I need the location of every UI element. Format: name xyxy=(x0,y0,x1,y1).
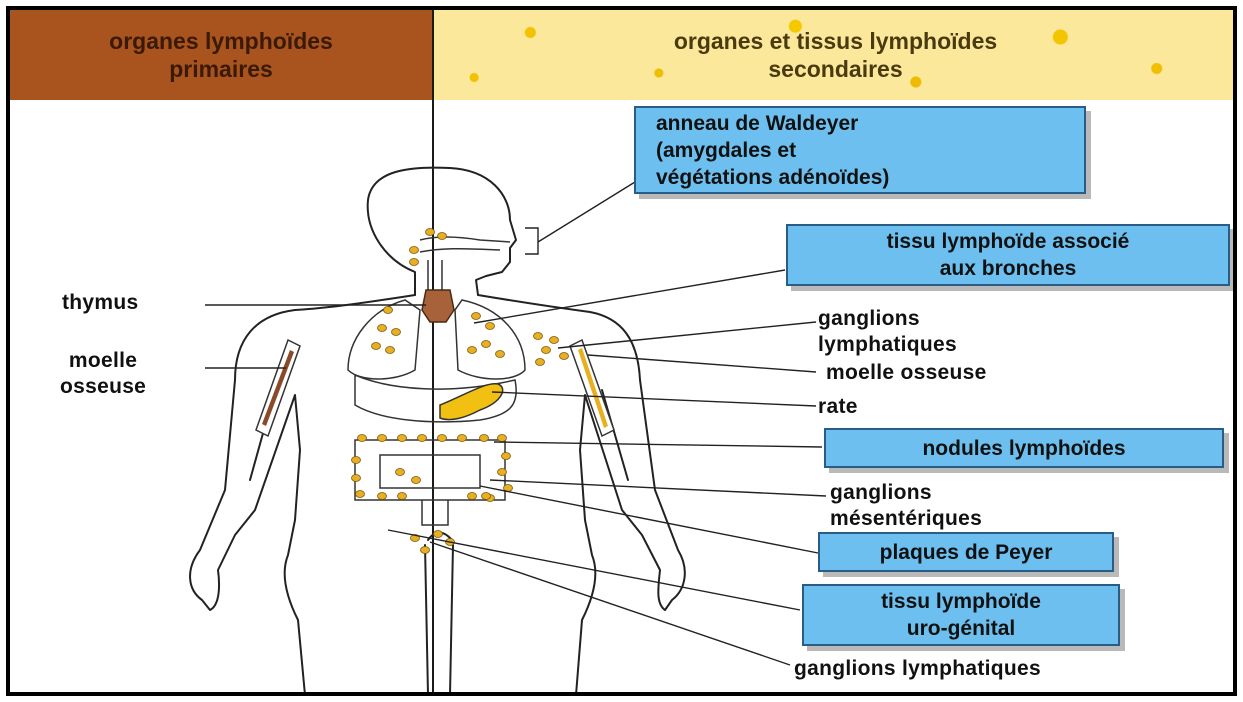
lymph-node-dot xyxy=(434,531,443,538)
lymph-node-dot xyxy=(468,493,477,500)
lymph-node-dot xyxy=(438,435,447,442)
lymph-node-dot xyxy=(352,457,361,464)
lymph-node-dot xyxy=(358,435,367,442)
label-lymph-nodes-upper-line1: ganglions xyxy=(818,306,957,332)
lymph-node-dot xyxy=(398,493,407,500)
lymph-node-dot xyxy=(378,325,387,332)
box-peyer-text: plaques de Peyer xyxy=(820,539,1112,566)
lymph-node-dot xyxy=(426,229,435,236)
lymph-node-dot xyxy=(410,247,419,254)
lymph-node-dot xyxy=(550,337,559,344)
lymph-node-dot xyxy=(498,435,507,442)
lymph-node-dot xyxy=(386,347,395,354)
lymph-node-dot xyxy=(412,477,421,484)
label-spleen: rate xyxy=(818,394,858,420)
lymph-node-dot xyxy=(396,469,405,476)
box-urogenital-line2: uro-génital xyxy=(804,615,1118,642)
box-urogenital-tissue: tissu lymphoïde uro-génital xyxy=(802,584,1120,646)
lymph-node-dot xyxy=(480,435,489,442)
bone-marrow-right xyxy=(570,340,614,436)
lymph-node-dot xyxy=(482,341,491,348)
lymph-node-dot xyxy=(392,329,401,336)
lymph-node-dot xyxy=(410,259,419,266)
lymph-node-dot xyxy=(372,343,381,350)
box-waldeyer-ring: anneau de Waldeyer (amygdales et végétat… xyxy=(634,106,1086,194)
label-mesenteric-nodes: ganglions mésentériques xyxy=(830,480,982,532)
lymph-nodes xyxy=(352,229,569,554)
label-mesenteric-line1: ganglions xyxy=(830,480,982,506)
box-waldeyer-line3: végétations adénoïdes) xyxy=(656,164,1084,191)
lymph-node-dot xyxy=(534,333,543,340)
lymph-node-dot xyxy=(398,435,407,442)
lymph-node-dot xyxy=(458,435,467,442)
label-bone-marrow-right: moelle osseuse xyxy=(826,360,987,386)
label-bone-marrow-left: moelle osseuse xyxy=(60,348,146,400)
box-urogenital-line1: tissu lymphoïde xyxy=(804,588,1118,615)
lymph-node-dot xyxy=(356,491,365,498)
box-waldeyer-line2: (amygdales et xyxy=(656,137,1084,164)
lymph-node-dot xyxy=(486,323,495,330)
lymph-node-dot xyxy=(502,453,511,460)
label-bone-marrow-left-line2: osseuse xyxy=(60,374,146,400)
label-thymus: thymus xyxy=(62,290,138,316)
lymph-node-dot xyxy=(496,351,505,358)
lymph-node-dot xyxy=(384,307,393,314)
lymph-node-dot xyxy=(498,469,507,476)
box-peyer-patches: plaques de Peyer xyxy=(818,532,1114,572)
internal-organs xyxy=(348,237,525,525)
box-lymphoid-nodules-text: nodules lymphoïdes xyxy=(826,435,1222,462)
label-mesenteric-line2: mésentériques xyxy=(830,506,982,532)
lymph-node-dot xyxy=(482,493,491,500)
label-lymph-nodes-lower: ganglions lymphatiques xyxy=(794,656,1041,682)
box-lymphoid-nodules: nodules lymphoïdes xyxy=(824,428,1224,468)
lymph-node-dot xyxy=(421,547,430,554)
lymph-node-dot xyxy=(418,435,427,442)
box-bronchus-line1: tissu lymphoïde associé xyxy=(788,228,1228,255)
bone-marrow-left xyxy=(256,340,300,436)
lymph-node-dot xyxy=(352,475,361,482)
lymph-node-dot xyxy=(472,313,481,320)
box-bronchus-line2: aux bronches xyxy=(788,255,1228,282)
label-lymph-nodes-upper-line2: lymphatiques xyxy=(818,332,957,358)
lymph-node-dot xyxy=(378,493,387,500)
label-bone-marrow-left-line1: moelle xyxy=(60,348,146,374)
label-lymph-nodes-upper: ganglions lymphatiques xyxy=(818,306,957,358)
thymus-organ xyxy=(422,290,454,322)
lymph-node-dot xyxy=(438,233,447,240)
box-bronchus-tissue: tissu lymphoïde associé aux bronches xyxy=(786,224,1230,286)
lymph-node-dot xyxy=(560,353,569,360)
box-waldeyer-line1: anneau de Waldeyer xyxy=(656,110,1084,137)
lymph-node-dot xyxy=(542,347,551,354)
lymph-node-dot xyxy=(468,347,477,354)
lymph-node-dot xyxy=(378,435,387,442)
lymph-node-dot xyxy=(536,359,545,366)
diagram-frame: organes lymphoïdes primaires organes et … xyxy=(6,6,1237,696)
